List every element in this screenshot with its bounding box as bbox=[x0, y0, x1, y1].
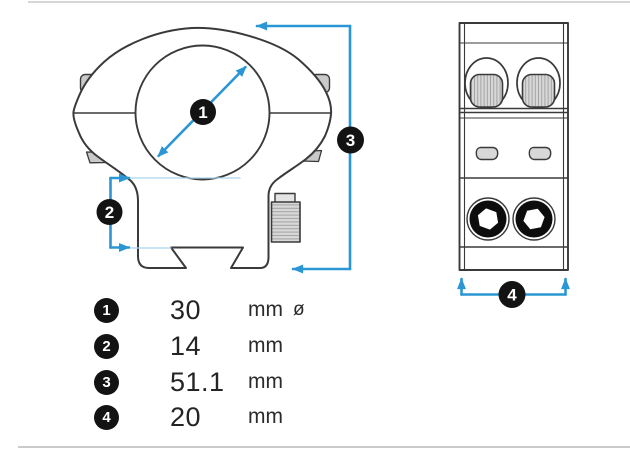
dim-4-base-width: 4 bbox=[457, 277, 570, 308]
callout-3-label: 3 bbox=[346, 131, 355, 150]
bottom-divider bbox=[18, 446, 630, 448]
callout-2-label: 2 bbox=[105, 203, 114, 222]
dim-1-diameter: 1 bbox=[157, 65, 247, 158]
hex-screw-left bbox=[466, 197, 510, 241]
callout-1-badge bbox=[190, 99, 216, 125]
lug-right bbox=[528, 146, 552, 161]
thumbscrew-left bbox=[464, 57, 509, 109]
callout-1-label: 1 bbox=[198, 103, 207, 122]
callout-4-badge bbox=[498, 281, 526, 308]
thumbscrew-right bbox=[516, 57, 561, 109]
clamp-knob bbox=[270, 201, 301, 243]
front-view bbox=[72, 26, 333, 269]
callout-3-badge bbox=[337, 126, 364, 154]
callout-4-label: 4 bbox=[507, 286, 517, 305]
dim-2-base-height: 2 bbox=[96, 173, 241, 252]
hex-screw-right bbox=[512, 197, 556, 241]
top-view bbox=[458, 22, 569, 271]
lug-left bbox=[475, 146, 499, 161]
callout-2-badge bbox=[96, 199, 123, 225]
dim-3-overall-height: 3 bbox=[255, 21, 364, 274]
top-divider bbox=[28, 1, 630, 3]
